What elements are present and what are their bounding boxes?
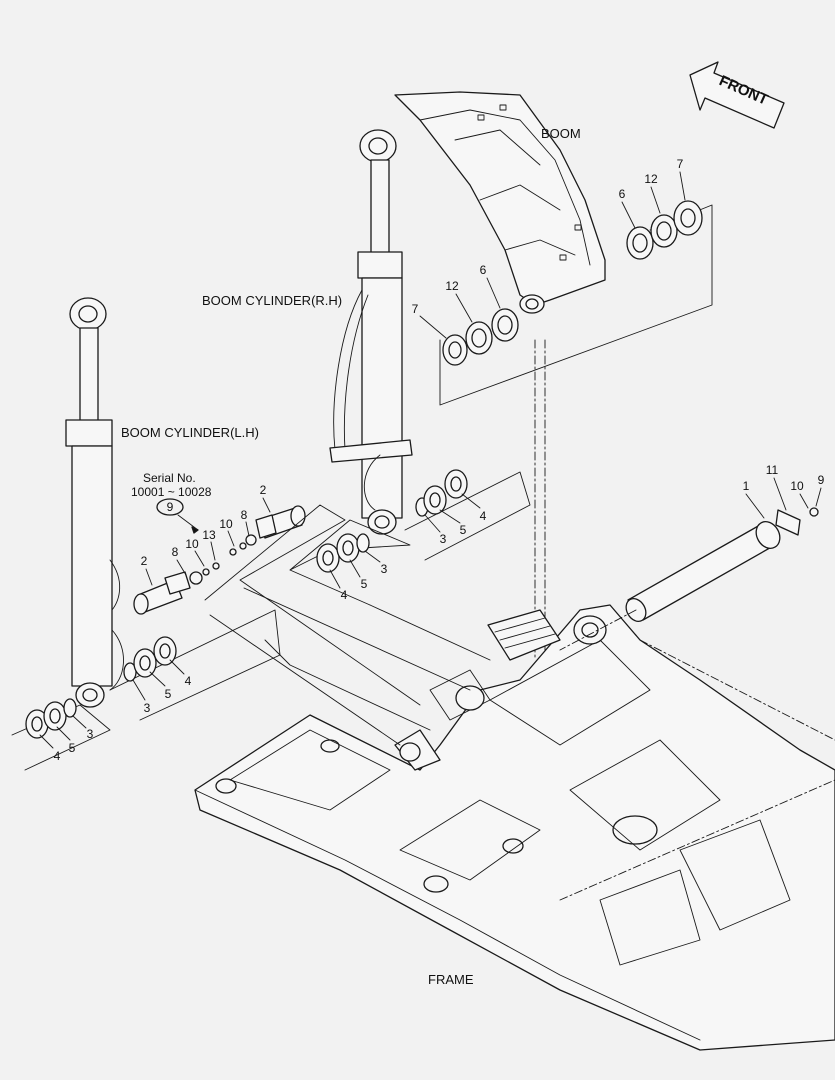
callout-4-rh-upper: 4 — [480, 509, 487, 523]
callout-6-lower: 6 — [480, 263, 487, 277]
callout-4-lh-lower: 4 — [54, 749, 61, 763]
boom-label: BOOM — [541, 126, 581, 141]
callout-12-upper: 12 — [644, 172, 658, 186]
boom-part — [394, 91, 606, 314]
callout-11: 11 — [766, 463, 779, 477]
frame-part — [194, 604, 835, 1051]
callout-3-lh-upper: 3 — [144, 701, 151, 715]
callout-2-right: 2 — [260, 483, 267, 497]
callout-8-right: 8 — [241, 508, 248, 522]
boom-cylinder-lh — [65, 297, 124, 708]
serial-range: 10001 ~ 10028 — [131, 485, 212, 499]
boom-cylinder-rh — [329, 129, 413, 535]
front-arrow: FRONT — [689, 61, 785, 129]
assembly-lines — [204, 504, 491, 746]
callout-5-rh-lower: 5 — [361, 577, 368, 591]
callout-10-right: 10 — [790, 479, 804, 493]
serial-ref-oval — [156, 498, 184, 516]
callout-12-lower: 12 — [445, 279, 459, 293]
callout-10-left: 10 — [185, 537, 199, 551]
serial-ref: 9 — [167, 500, 174, 514]
boom-foot-pin — [559, 507, 819, 651]
callout-5-lh-upper: 5 — [165, 687, 172, 701]
callout-1: 1 — [743, 479, 750, 493]
boom-cyl-lh-label: BOOM CYLINDER(L.H) — [121, 425, 259, 440]
boom-washer-panel — [439, 200, 713, 661]
callout-13: 13 — [202, 528, 216, 542]
serial-title: Serial No. — [143, 471, 196, 485]
callout-4-rh-lower: 4 — [341, 588, 348, 602]
frame-label: FRAME — [428, 972, 474, 987]
callout-5-lh-lower: 5 — [69, 741, 76, 755]
callout-2-left: 2 — [141, 554, 148, 568]
callout-9: 9 — [818, 473, 825, 487]
callout-3-lh-lower: 3 — [87, 727, 94, 741]
callout-7-upper: 7 — [677, 157, 684, 171]
callout-8-left: 8 — [172, 545, 179, 559]
callout-10-mid: 10 — [219, 517, 233, 531]
callout-3-rh-upper: 3 — [440, 532, 447, 546]
boom-cyl-rh-label: BOOM CYLINDER(R.H) — [202, 293, 342, 308]
callout-7-lower: 7 — [412, 302, 419, 316]
washer-sets — [11, 469, 531, 771]
callout-3-rh-lower: 3 — [381, 562, 388, 576]
callout-5-rh-upper: 5 — [460, 523, 467, 537]
callout-numbers: 7 12 6 7 12 6 1 11 10 9 2 2 8 8 10 10 13… — [39, 157, 825, 763]
cylinder-pins — [133, 505, 306, 615]
callout-6-upper: 6 — [619, 187, 626, 201]
callout-4-lh-upper: 4 — [185, 674, 192, 688]
